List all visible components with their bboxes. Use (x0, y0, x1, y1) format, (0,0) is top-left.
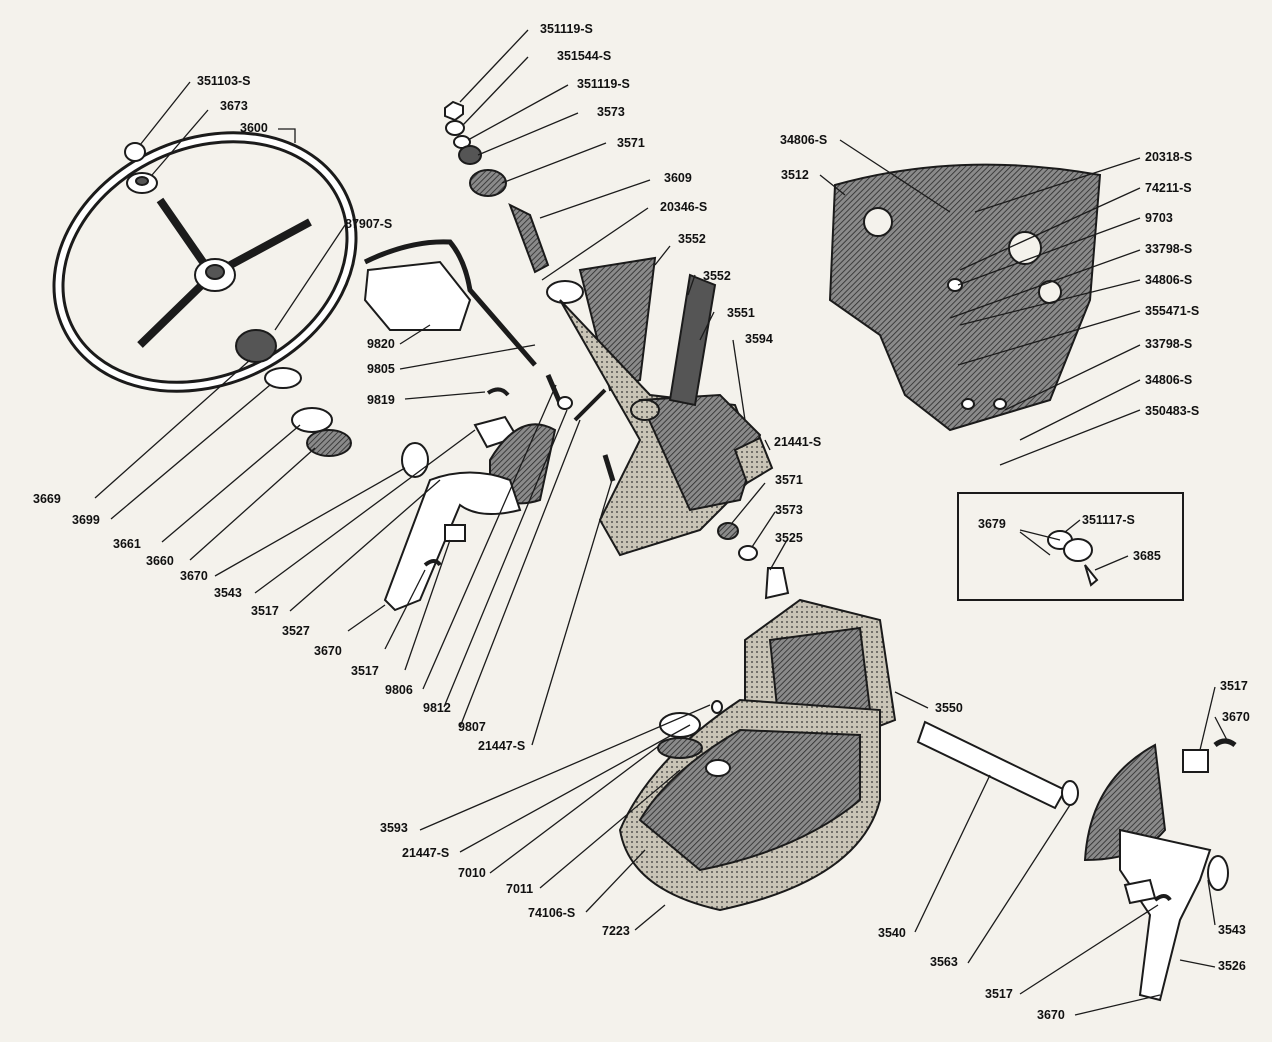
label-7223: 7223 (602, 924, 630, 938)
hub-nut (124, 142, 158, 194)
label-351544-s: 351544-S (557, 49, 611, 63)
label-21447-s: 21447-S (478, 739, 525, 753)
shaft-3540 (916, 720, 1067, 810)
label-3670: 3670 (180, 569, 208, 583)
label-3563: 3563 (930, 955, 958, 969)
label-3670: 3670 (1222, 710, 1250, 724)
label-3571: 3571 (775, 473, 803, 487)
label-9703: 9703 (1145, 211, 1173, 225)
label-20346-s: 20346-S (660, 200, 707, 214)
washer-3563 (1061, 780, 1079, 806)
label-351119-s: 351119-S (577, 77, 630, 91)
washer-9812 (557, 396, 573, 410)
label-355471-s: 355471-S (1145, 304, 1199, 318)
label-3543: 3543 (1218, 923, 1246, 937)
ignition-inset (957, 492, 1184, 601)
gasket-9820 (363, 260, 472, 331)
label-3670: 3670 (314, 644, 342, 658)
sector-left (383, 415, 557, 612)
label-74211-s: 74211-S (1145, 181, 1192, 195)
label-3685: 3685 (1133, 549, 1161, 563)
label-3571: 3571 (617, 136, 645, 150)
label-3543: 3543 (214, 586, 242, 600)
label-3527: 3527 (282, 624, 310, 638)
label-3661: 3661 (113, 537, 141, 551)
pin-9807 (573, 388, 607, 422)
label-3660: 3660 (146, 554, 174, 568)
label-3573: 3573 (775, 503, 803, 517)
label-3552: 3552 (703, 269, 731, 283)
label-87907-s: 87907-S (345, 217, 392, 231)
sector-right (1083, 743, 1229, 1002)
label-33798-s: 33798-S (1145, 337, 1192, 351)
label-21441-s: 21441-S (774, 435, 821, 449)
label-34806-s: 34806-S (780, 133, 827, 147)
label-3669: 3669 (33, 492, 61, 506)
cover-7010 (618, 698, 881, 912)
label-9820: 9820 (367, 337, 395, 351)
clip-9819 (486, 387, 510, 397)
label-3593: 3593 (380, 821, 408, 835)
leader-lines (94, 29, 1229, 1016)
label-3609: 3609 (664, 171, 692, 185)
label-74106-s: 74106-S (528, 906, 575, 920)
label-3551: 3551 (727, 306, 755, 320)
label-9807: 9807 (458, 720, 486, 734)
label-3550: 3550 (935, 701, 963, 715)
label-3600: 3600 (240, 121, 268, 135)
label-3673: 3673 (220, 99, 248, 113)
part-labels: 351119-S 351544-S 351119-S 3573 3571 360… (33, 22, 1250, 1022)
label-33798-s: 33798-S (1145, 242, 1192, 256)
label-21447-s: 21447-S (402, 846, 449, 860)
label-351119-s: 351119-S (540, 22, 593, 36)
column-top-parts (444, 100, 584, 304)
label-3525: 3525 (775, 531, 803, 545)
rod-87907 (363, 239, 537, 367)
label-350483-s: 350483-S (1145, 404, 1199, 418)
column-parts-left (235, 329, 352, 457)
steering-wheel (52, 131, 358, 393)
label-351103-s: 351103-S (197, 74, 251, 88)
label-9812: 9812 (423, 701, 451, 715)
label-3517: 3517 (985, 987, 1013, 1001)
label-3512: 3512 (781, 168, 809, 182)
label-7011: 7011 (506, 882, 533, 896)
label-7010: 7010 (458, 866, 486, 880)
steering-gear-housing (559, 256, 790, 600)
label-9819: 9819 (367, 393, 395, 407)
label-3517: 3517 (351, 664, 379, 678)
instrument-panel-3512 (828, 163, 1102, 432)
label-9805: 9805 (367, 362, 395, 376)
bushing-3517-right (1182, 738, 1237, 773)
label-3594: 3594 (745, 332, 773, 346)
label-3540: 3540 (878, 926, 906, 940)
label-351117-s: 351117-S (1082, 513, 1135, 527)
label-3526: 3526 (1218, 959, 1246, 973)
bolt-21447 (602, 454, 616, 482)
label-3679: 3679 (978, 517, 1006, 531)
label-9806: 9806 (385, 683, 413, 697)
label-3517: 3517 (251, 604, 279, 618)
label-3670: 3670 (1037, 1008, 1065, 1022)
label-34806-s: 34806-S (1145, 373, 1192, 387)
label-3699: 3699 (72, 513, 100, 527)
label-3552: 3552 (678, 232, 706, 246)
label-20318-s: 20318-S (1145, 150, 1192, 164)
label-3573: 3573 (597, 105, 625, 119)
label-34806-s: 34806-S (1145, 273, 1192, 287)
label-3517: 3517 (1220, 679, 1248, 693)
